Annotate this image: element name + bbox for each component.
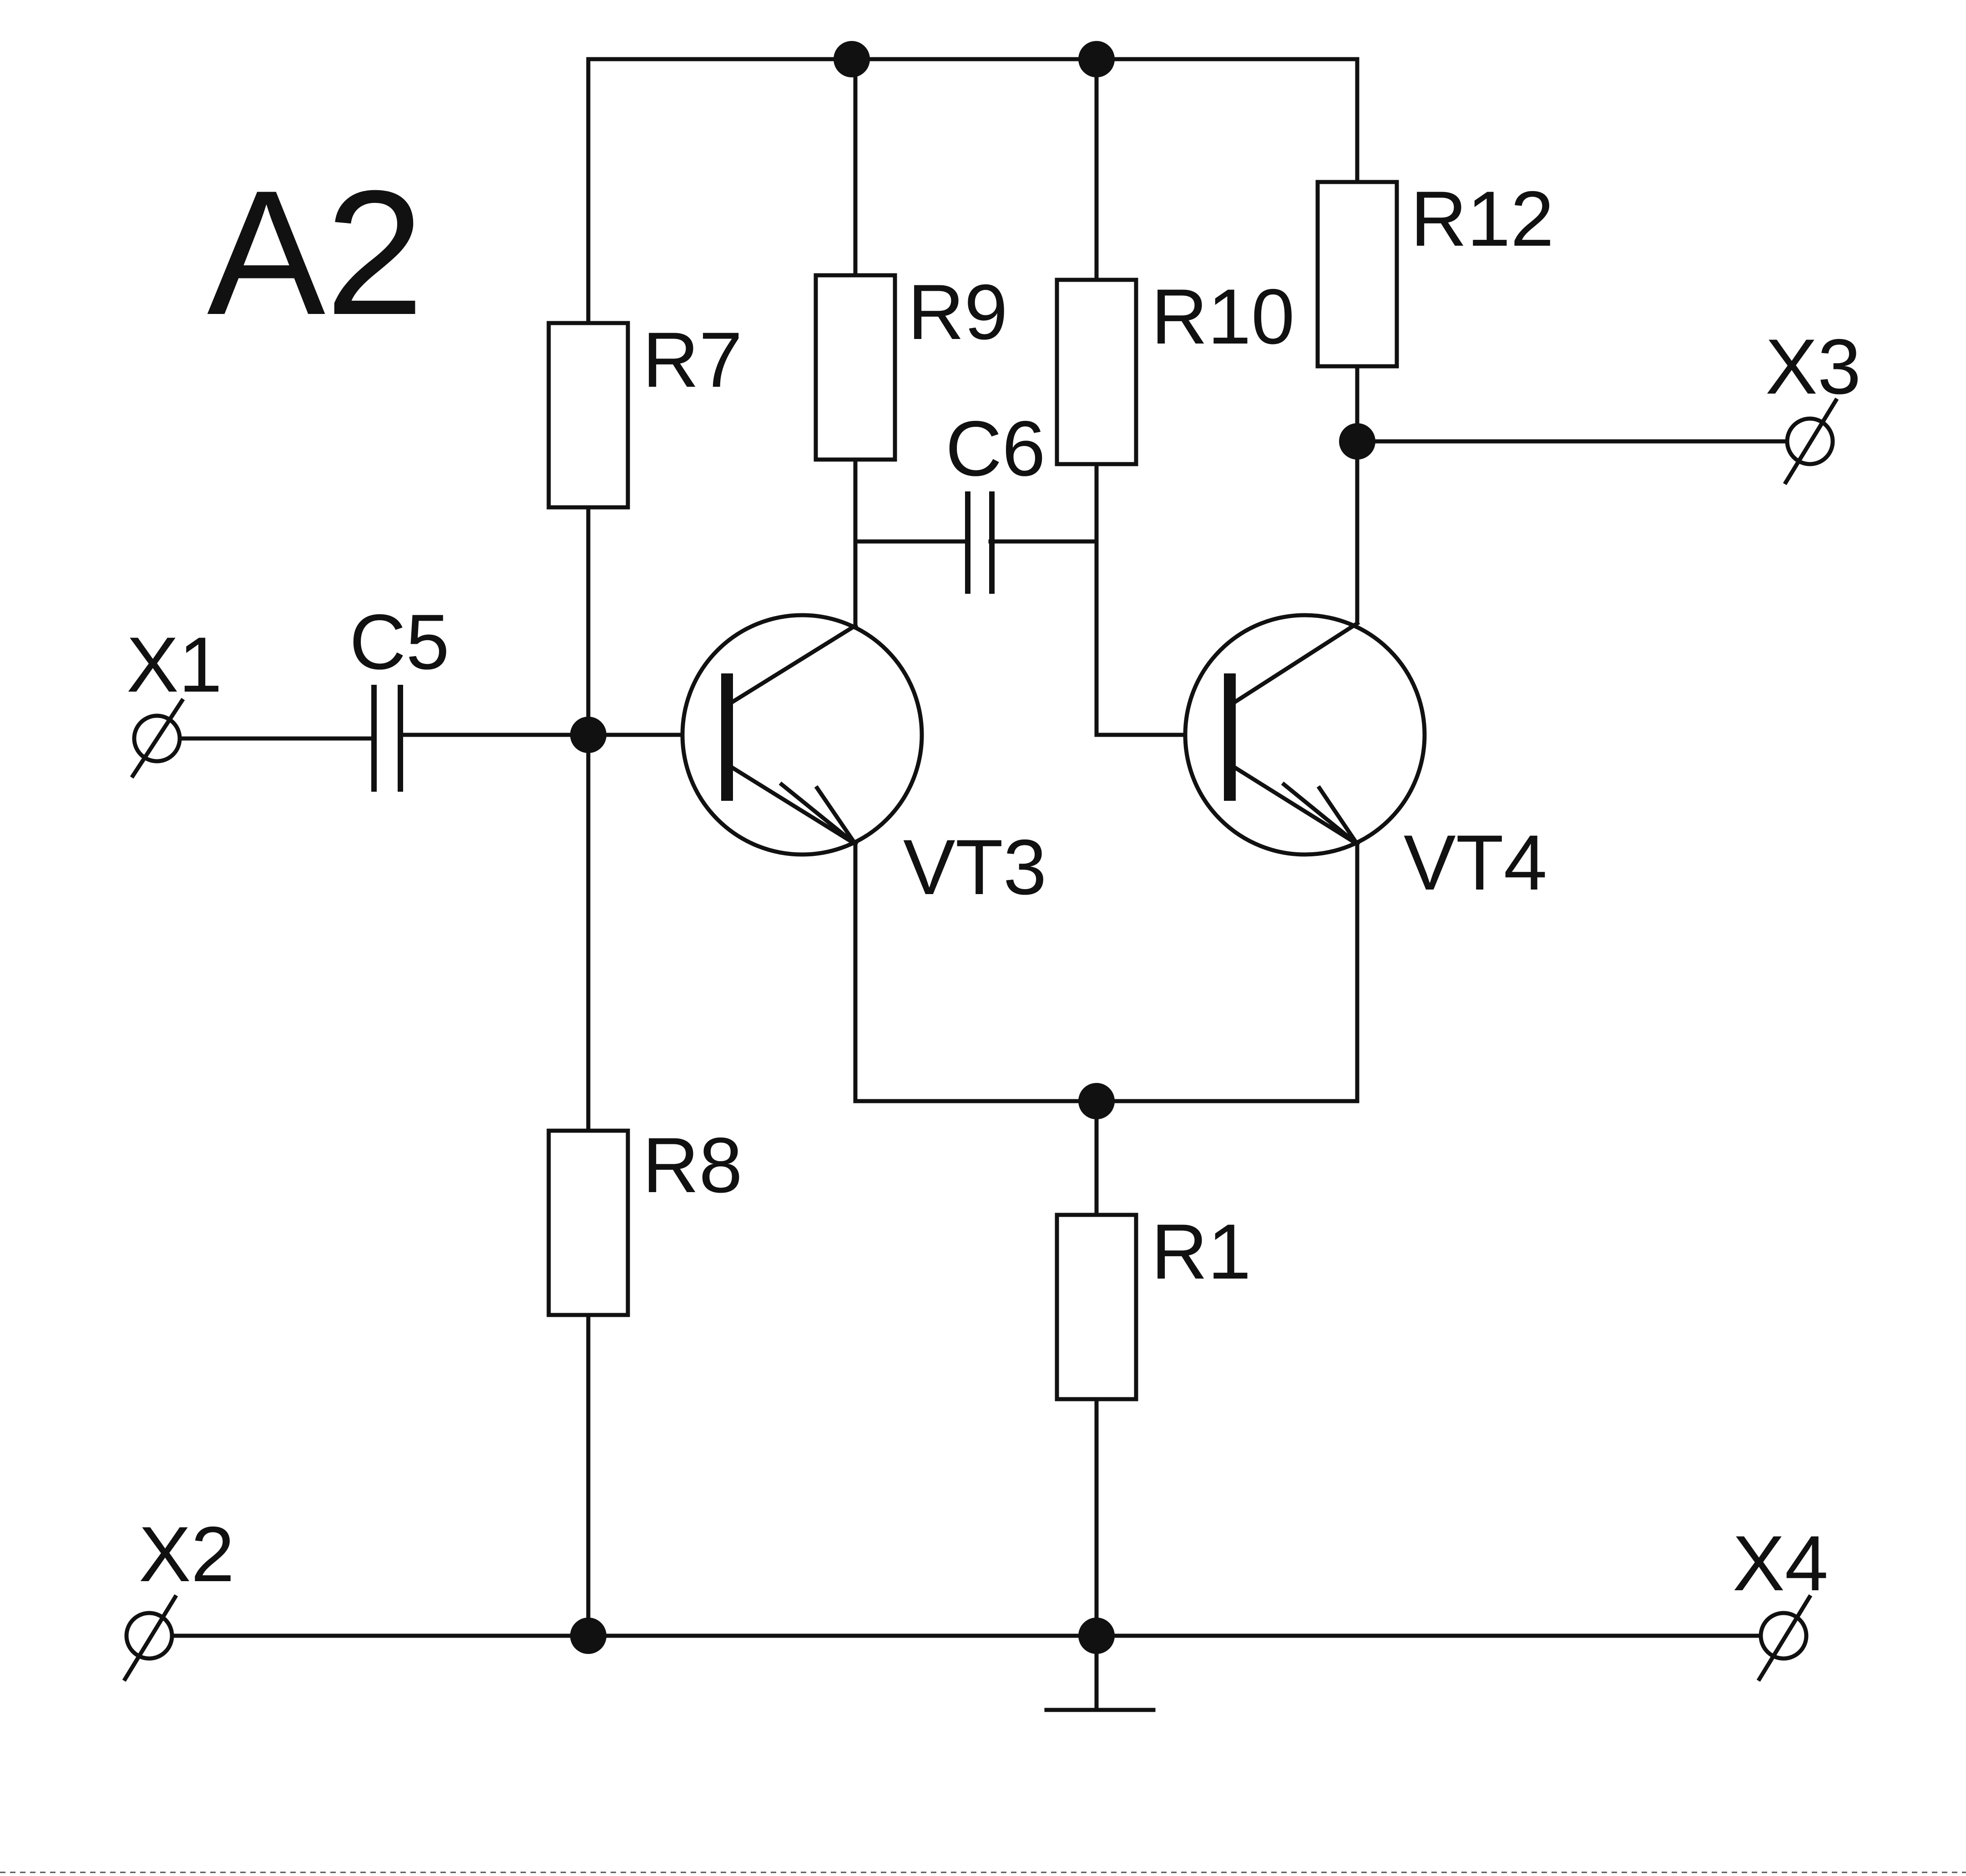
label-vt4: VT4	[1404, 819, 1547, 906]
terminal-x4-slash	[1756, 1594, 1813, 1682]
label-r8: R8	[642, 1122, 743, 1209]
label-c6: C6	[945, 405, 1046, 492]
junction-bottom-r8	[570, 1618, 606, 1654]
resistor-r12	[1315, 180, 1399, 369]
transistor-vt3	[680, 613, 924, 857]
junction-emitters	[1078, 1083, 1115, 1119]
junction-top-r10	[1078, 41, 1115, 77]
schematic-title: A2	[207, 153, 424, 352]
label-r12: R12	[1410, 175, 1554, 263]
label-x4: X4	[1733, 1520, 1828, 1607]
label-r9: R9	[908, 268, 1008, 356]
resistor-r9	[814, 273, 897, 462]
wires	[166, 57, 1795, 1712]
resistor-r1	[1055, 1213, 1138, 1401]
transistor-vt4-collector	[1227, 620, 1360, 708]
resistor-r8	[546, 1128, 630, 1317]
terminal-x4	[1756, 1594, 1813, 1682]
transistor-vt4-emitter	[1227, 761, 1360, 847]
junction-top-r9	[834, 41, 870, 77]
transistor-vt3-collector	[724, 622, 859, 708]
terminal-x3-slash	[1783, 397, 1839, 485]
junction-dots	[570, 41, 1375, 1654]
resistor-r10	[1055, 278, 1138, 466]
transistor-vt3-emitter-arrow	[778, 781, 857, 846]
capacitor-c6	[965, 491, 995, 594]
terminal-x2-slash	[122, 1594, 178, 1682]
junction-x3	[1339, 423, 1375, 460]
resistors	[546, 180, 1399, 1401]
label-x1: X1	[126, 621, 222, 708]
terminal-x2	[122, 1594, 178, 1682]
label-vt3: VT3	[903, 824, 1046, 911]
terminal-x1-slash	[130, 698, 185, 779]
labels: R7 R8 R9 R10 R12 R1 C5 C6 VT3 VT4 X1 X2 …	[126, 175, 1861, 1607]
resistor-r7	[546, 321, 630, 510]
junction-vt3-base	[570, 717, 606, 753]
capacitor-c5	[371, 685, 403, 792]
label-x2: X2	[139, 1511, 234, 1598]
transistor-vt3-emitter	[724, 761, 859, 847]
transistor-vt4-envelope	[1183, 613, 1427, 857]
terminal-x1	[130, 698, 185, 779]
junction-bottom-r1	[1078, 1618, 1115, 1654]
label-x3: X3	[1765, 323, 1861, 410]
label-r7: R7	[642, 316, 743, 404]
label-c5: C5	[349, 598, 450, 686]
transistor-vt4	[1183, 613, 1427, 857]
transistor-vt3-envelope	[680, 613, 924, 857]
terminal-x3	[1783, 397, 1839, 485]
label-r10: R10	[1151, 273, 1295, 360]
label-r1: R1	[1151, 1208, 1251, 1295]
transistor-vt4-emitter-arrow	[1281, 781, 1359, 846]
